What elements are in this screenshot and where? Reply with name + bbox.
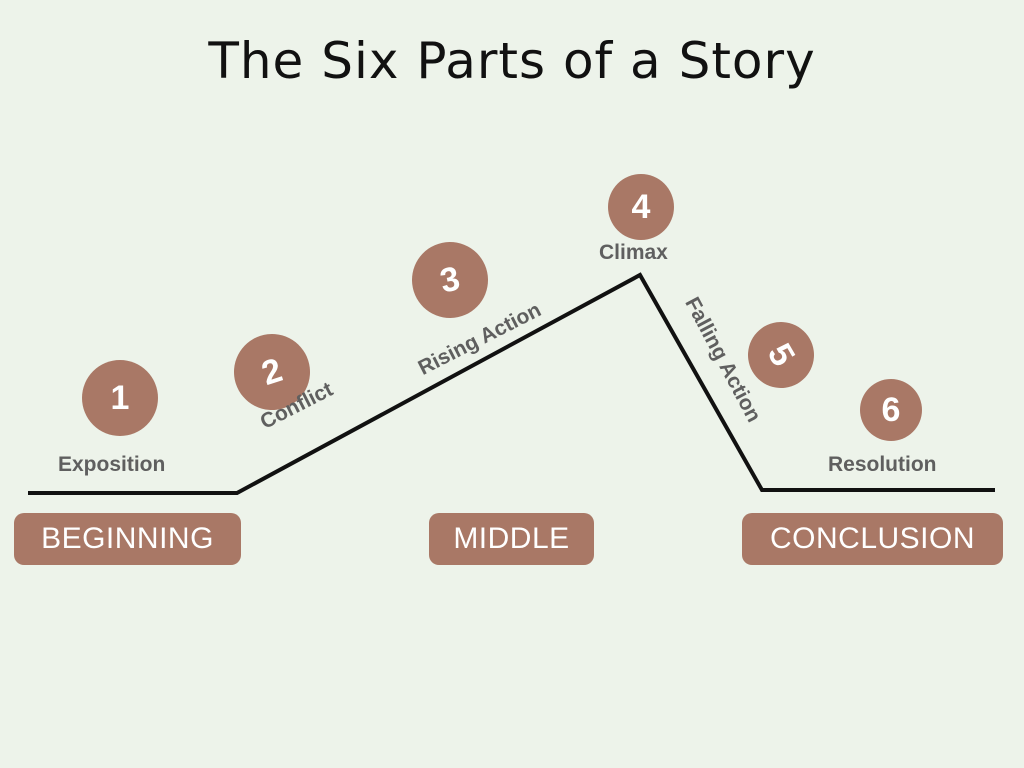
page-title: The Six Parts of a Story: [208, 32, 816, 90]
section-beginning: BEGINNING: [14, 513, 241, 565]
section-middle: MIDDLE: [429, 513, 594, 565]
step-label-resolution: Resolution: [828, 453, 937, 476]
section-conclusion: CONCLUSION: [742, 513, 1003, 565]
step-label-climax: Climax: [599, 241, 668, 264]
step-badge-6: 6: [860, 379, 922, 441]
step-label-exposition: Exposition: [58, 453, 166, 476]
step-badge-1: 1: [82, 360, 158, 436]
step-badge-4: 4: [608, 174, 674, 240]
